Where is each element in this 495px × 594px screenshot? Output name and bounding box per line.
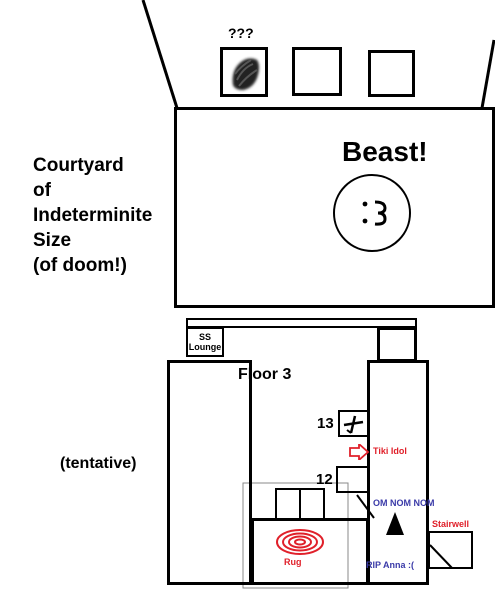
scribble-creature-icon (232, 58, 259, 90)
closet-left (275, 488, 301, 520)
room-13 (338, 410, 369, 437)
om-nom-label: OM NOM NOM (373, 498, 435, 508)
tiki-idol-label: Tiki Idol (373, 446, 407, 456)
closet-right (299, 488, 325, 520)
room-left-tall (167, 360, 252, 585)
stairwell-diagonal (429, 544, 453, 569)
room-13-label: 13 (317, 415, 334, 432)
room-upper-right (377, 327, 417, 362)
beast-circle (333, 174, 411, 252)
ss-lounge-line: Lounge (188, 342, 222, 352)
ss-lounge-line: SS (198, 332, 211, 342)
stairwell-room (428, 531, 473, 569)
floor-label: Floor 3 (238, 366, 292, 383)
unknown-label: ??? (228, 25, 254, 41)
rug-area-outline (242, 482, 349, 589)
unknown-box (220, 47, 268, 97)
stair-diagonal (356, 494, 375, 519)
courtyard-label: Courtyard of Indeterminite Size (of doom… (33, 153, 152, 278)
corridor-top (186, 318, 417, 328)
empty-box-1 (292, 47, 342, 96)
courtyard-line: Indeterminite (33, 205, 153, 226)
courtyard-line: of (33, 180, 51, 201)
ss-lounge: SS Lounge (186, 327, 224, 357)
room-12-label: 12 (316, 471, 333, 488)
cross-symbol-icon (343, 415, 364, 434)
courtyard-line: Courtyard (33, 155, 124, 176)
cone-figure-icon (386, 512, 404, 535)
wall-left-diagonal (141, 0, 179, 109)
beast-label: Beast! (342, 136, 428, 167)
courtyard-room (174, 107, 495, 308)
empty-box-2 (368, 50, 415, 97)
wall-right-diagonal (480, 39, 495, 109)
rug-label: Rug (284, 557, 302, 567)
tentative-label: (tentative) (60, 455, 137, 472)
stairwell-label: Stairwell (432, 519, 470, 529)
right-arrow-icon (349, 444, 369, 460)
room-12 (336, 466, 369, 493)
room-right-hallway (367, 360, 429, 585)
smiley-face-icon (362, 200, 387, 226)
rug-spiral-icon (276, 529, 324, 555)
courtyard-line: Size (33, 230, 72, 251)
courtyard-line: (of doom!) (33, 255, 127, 276)
rug-room (251, 518, 369, 585)
rip-label: RIP Anna :( (366, 560, 415, 570)
